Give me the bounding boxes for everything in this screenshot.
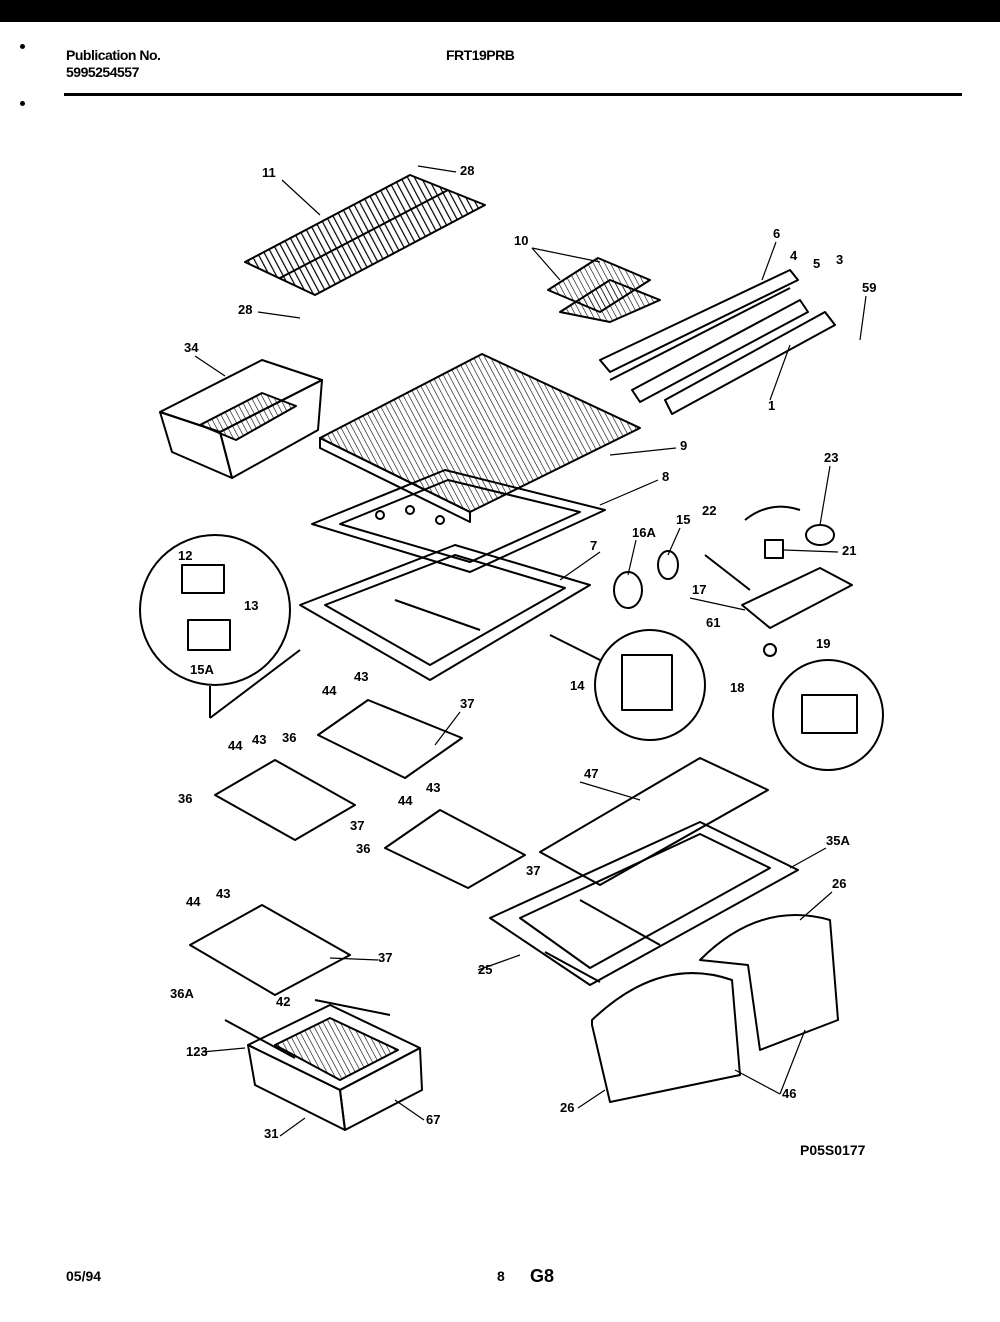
storage-bin [159, 359, 323, 479]
callout: 61 [706, 615, 720, 630]
callout: 44 [186, 894, 201, 909]
callout: 44 [398, 793, 413, 808]
crisper-drawer-left [591, 972, 741, 1103]
callout: 37 [526, 863, 540, 878]
control-housing [613, 505, 853, 657]
glass-shelf-c [384, 809, 526, 889]
meat-drawer [224, 999, 423, 1131]
callout: 10 [514, 233, 528, 248]
wire-shelf [244, 174, 486, 296]
publication-number: 5995254557 [66, 64, 139, 80]
callout: 23 [824, 450, 838, 465]
callout: 15 [676, 512, 690, 527]
callout: 12 [178, 548, 192, 563]
footer-page-number: 8 [497, 1268, 505, 1284]
callout: 43 [252, 732, 266, 747]
callout: 3 [836, 252, 843, 267]
callout: 44 [228, 738, 243, 753]
callout: 36 [178, 791, 192, 806]
callout: 35A [826, 833, 850, 848]
callout: 28 [460, 163, 474, 178]
callout: 9 [680, 438, 687, 453]
callout-labels: 11 28 28 10 6 4 5 3 59 1 34 9 8 23 22 21… [170, 163, 876, 1141]
callout: 19 [816, 636, 830, 651]
callout: 36 [282, 730, 296, 745]
shelf-rails [599, 269, 836, 415]
crisper-glass [539, 757, 769, 886]
callout: 47 [584, 766, 598, 781]
egg-trays [547, 257, 661, 323]
callout: 18 [730, 680, 744, 695]
glass-shelf-a [317, 699, 463, 779]
callout: 6 [773, 226, 780, 241]
margin-bullet [20, 101, 25, 106]
callout: 43 [354, 669, 368, 684]
callout: 59 [862, 280, 876, 295]
callout: 36 [356, 841, 370, 856]
callout: 37 [378, 950, 392, 965]
callout: 36A [170, 986, 194, 1001]
callout: 22 [702, 503, 716, 518]
callout: 43 [426, 780, 440, 795]
callout: 16A [632, 525, 656, 540]
drawer-cover [299, 544, 591, 681]
glass-shelf-b [214, 759, 356, 841]
footer-section: G8 [530, 1266, 555, 1286]
callout: 31 [264, 1126, 278, 1141]
detail-circle-damper [549, 629, 706, 741]
callout: 46 [782, 1086, 796, 1101]
diagram-code: P05S0177 [800, 1142, 866, 1158]
margin-bullet [20, 44, 25, 49]
callout: 26 [560, 1100, 574, 1115]
model-number: FRT19PRB [446, 47, 515, 63]
detail-circle-switch [772, 659, 884, 771]
glass-shelf [319, 353, 641, 523]
callout: 15A [190, 662, 214, 677]
top-black-band [0, 0, 1000, 22]
callout: 21 [842, 543, 856, 558]
callout: 67 [426, 1112, 440, 1127]
callout: 37 [460, 696, 474, 711]
callout: 1 [768, 398, 775, 413]
shelf-frame [311, 469, 606, 573]
callout: 13 [244, 598, 258, 613]
header-rule [64, 93, 962, 96]
detail-circle-control [139, 534, 301, 719]
callout: 123 [186, 1044, 208, 1059]
callout: 7 [590, 538, 597, 553]
callout: 14 [570, 678, 585, 693]
callout: 34 [184, 340, 199, 355]
callout: 8 [662, 469, 669, 484]
callout: 44 [322, 683, 337, 698]
callout: 17 [692, 582, 706, 597]
leader-lines [194, 165, 867, 1137]
crisper-cover [489, 821, 799, 986]
callout: 5 [813, 256, 820, 271]
crisper-drawer-right [699, 914, 839, 1051]
callout: 42 [276, 994, 290, 1009]
publication-label: Publication No. [66, 47, 161, 63]
callout: 11 [262, 165, 276, 180]
callout: 37 [350, 818, 364, 833]
callout: 28 [238, 302, 252, 317]
callout: 43 [216, 886, 230, 901]
callout: 4 [790, 248, 798, 263]
callout: 26 [832, 876, 846, 891]
glass-shelf-d [189, 904, 351, 996]
footer-date: 05/94 [66, 1268, 102, 1284]
